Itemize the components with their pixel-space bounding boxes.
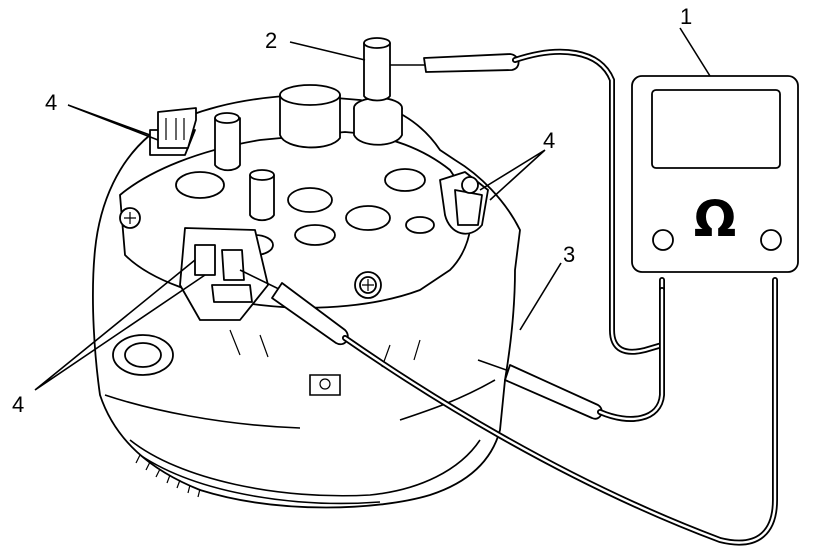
callout-4-right: 4	[543, 128, 555, 153]
meter-jack-right	[760, 229, 782, 251]
terminal-connector-top-left	[149, 107, 197, 156]
meter-display	[651, 89, 781, 169]
screw-center	[354, 271, 382, 299]
screw-left	[119, 207, 141, 229]
terminal-connector-front	[179, 227, 269, 321]
callout-2: 2	[265, 28, 277, 53]
callout-3: 3	[563, 242, 575, 267]
ohmmeter: Ω	[631, 75, 799, 273]
terminal-connector-right	[439, 171, 489, 235]
leader-lines	[34, 27, 711, 391]
test-probe-3	[477, 359, 603, 420]
ohm-symbol: Ω	[694, 190, 737, 248]
meter-jack-left	[652, 229, 674, 251]
callout-4-bottom-left: 4	[12, 392, 24, 417]
callout-labels: 1 2 3 4 4 4	[12, 4, 692, 417]
callout-4-top-left: 4	[45, 90, 57, 115]
callout-1: 1	[680, 4, 692, 29]
test-leads	[342, 48, 778, 546]
alternator	[92, 84, 521, 509]
test-probe-2	[363, 37, 520, 102]
ring-teeth	[135, 454, 201, 498]
